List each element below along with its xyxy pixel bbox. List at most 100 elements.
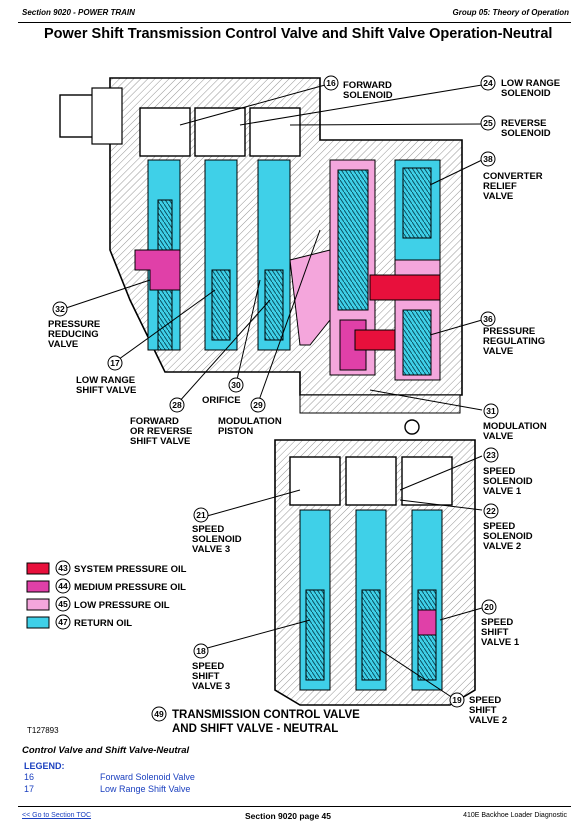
speed-solenoid-1	[401, 456, 453, 506]
label-24-l1: LOW RANGE	[501, 78, 560, 89]
section-label: Section 9020 - POWER TRAIN	[22, 8, 135, 17]
legend: LEGEND: 16 Forward Solenoid Valve 17 Low…	[24, 761, 195, 795]
callout-36: 36	[480, 311, 496, 327]
figure-id: T127893	[27, 726, 59, 735]
svg-text:17: 17	[110, 358, 120, 368]
legend-item-label[interactable]: Forward Solenoid Valve	[100, 772, 195, 782]
figure-caption: Control Valve and Shift Valve-Neutral	[22, 745, 190, 756]
label-31-l2: VALVE	[483, 431, 513, 442]
page-title: Power Shift Transmission Control Valve a…	[44, 26, 553, 42]
label-21-l1: SPEED	[192, 524, 224, 535]
footer-rule	[18, 806, 571, 807]
speed-solenoid-3	[289, 456, 341, 506]
svg-text:RETURN OIL: RETURN OIL	[74, 618, 132, 629]
svg-text:43: 43	[58, 563, 68, 573]
label-20-l3: VALVE 1	[481, 637, 520, 648]
label-16-l2: SOLENOID	[343, 90, 393, 101]
svg-text:21: 21	[196, 510, 206, 520]
svg-text:44: 44	[58, 581, 68, 591]
legend-item-num: 16	[24, 772, 35, 782]
svg-text:28: 28	[172, 400, 182, 410]
label-29-l2: PISTON	[218, 426, 253, 437]
svg-text:32: 32	[55, 304, 65, 314]
svg-text:19: 19	[452, 695, 462, 705]
label-21-l2: SOLENOID	[192, 534, 242, 545]
svg-text:MEDIUM PRESSURE OIL: MEDIUM PRESSURE OIL	[74, 582, 186, 593]
label-23-l3: VALVE 1	[483, 486, 522, 497]
callout-28: 28	[169, 397, 185, 413]
svg-text:36: 36	[483, 314, 493, 324]
svg-text:24: 24	[483, 78, 493, 88]
svg-text:20: 20	[484, 602, 494, 612]
legend-item[interactable]: 16 Forward Solenoid Valve	[24, 771, 195, 783]
svg-text:49: 49	[154, 709, 164, 719]
svg-text:SYSTEM PRESSURE OIL: SYSTEM PRESSURE OIL	[74, 564, 187, 575]
callout-20: 20	[481, 599, 497, 615]
label-38-l1: CONVERTER	[483, 171, 543, 182]
callout-32: 32	[52, 301, 68, 317]
label-17-l2: SHIFT VALVE	[76, 385, 136, 396]
label-18-l1: SPEED	[192, 661, 224, 672]
page-header: Section 9020 - POWER TRAIN Group 05: The…	[18, 8, 571, 22]
svg-text:23: 23	[486, 450, 496, 460]
label-31-l1: MODULATION	[483, 421, 547, 432]
callout-30: 30	[228, 377, 244, 393]
label-22-l1: SPEED	[483, 521, 515, 532]
label-18-l2: SHIFT	[192, 671, 220, 682]
forward-solenoid	[139, 107, 191, 157]
label-18-l3: VALVE 3	[192, 681, 230, 692]
label-25-l1: REVERSE	[501, 118, 546, 129]
callout-23: 23	[483, 447, 499, 463]
speed-solenoid-2	[345, 456, 397, 506]
label-30-l1: ORIFICE	[202, 395, 241, 406]
label-24-l2: SOLENOID	[501, 88, 551, 99]
svg-text:30: 30	[231, 380, 241, 390]
callout-19: 19	[449, 692, 465, 708]
label-28-l3: SHIFT VALVE	[130, 436, 190, 447]
toc-link[interactable]: << Go to Section TOC	[22, 812, 92, 819]
label-22-l3: VALVE 2	[483, 541, 521, 552]
header-rule	[18, 22, 571, 23]
swatch-low-pressure	[26, 598, 50, 611]
svg-text:LOW PRESSURE OIL: LOW PRESSURE OIL	[74, 600, 170, 611]
legend-item-num: 17	[24, 784, 35, 794]
svg-text:45: 45	[58, 599, 68, 609]
callout-25: 25	[480, 115, 496, 131]
svg-text:38: 38	[483, 154, 493, 164]
label-38-l2: RELIEF	[483, 181, 517, 192]
callout-17: 17	[107, 355, 123, 371]
callout-29: 29	[250, 397, 266, 413]
svg-text:25: 25	[483, 118, 493, 128]
callout-49: 49	[151, 706, 167, 722]
label-23-l2: SOLENOID	[483, 476, 533, 487]
callout-31: 31	[483, 403, 499, 419]
label-16-l1: FORWARD	[343, 80, 392, 91]
svg-text:18: 18	[196, 646, 206, 656]
callout-16: 16	[323, 75, 339, 91]
label-23-l1: SPEED	[483, 466, 515, 477]
reverse-solenoid	[249, 107, 301, 157]
label-28-l2: OR REVERSE	[130, 426, 192, 437]
label-28-l1: FORWARD	[130, 416, 179, 427]
label-32-l2: REDUCING	[48, 329, 99, 340]
valve-diagram: 16 24 25 38 32 36 17 30 28 29 31 23 21 2…	[26, 75, 560, 735]
label-25-l2: SOLENOID	[501, 128, 551, 139]
label-17-l1: LOW RANGE	[76, 375, 135, 386]
svg-text:47: 47	[58, 617, 68, 627]
callout-21: 21	[193, 507, 209, 523]
label-32-l3: VALVE	[48, 339, 78, 350]
legend-item-label[interactable]: Low Range Shift Valve	[100, 784, 191, 794]
swatch-medium-pressure	[26, 580, 50, 593]
callout-18: 18	[193, 643, 209, 659]
label-36-l2: REGULATING	[483, 336, 545, 347]
label-38-l3: VALVE	[483, 191, 513, 202]
label-36-l1: PRESSURE	[483, 326, 535, 337]
label-20-l1: SPEED	[481, 617, 513, 628]
legend-item[interactable]: 17 Low Range Shift Valve	[24, 783, 195, 795]
label-19-l1: SPEED	[469, 695, 501, 706]
low-range-solenoid	[194, 107, 246, 157]
label-19-l3: VALVE 2	[469, 715, 507, 726]
swatch-return-oil	[26, 616, 50, 629]
svg-text:31: 31	[486, 406, 496, 416]
callout-38: 38	[480, 151, 496, 167]
